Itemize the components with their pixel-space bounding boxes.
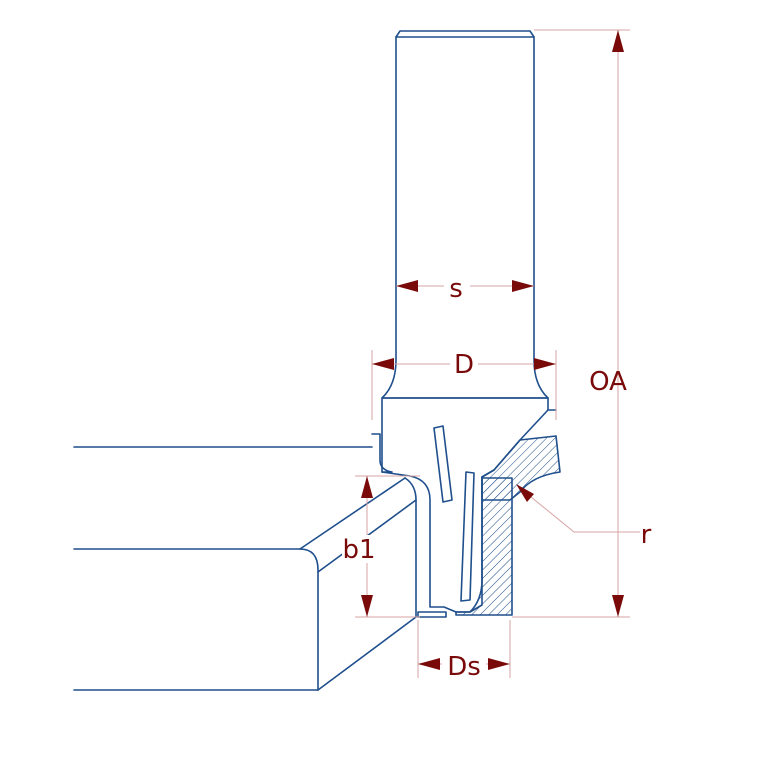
shank — [381, 30, 549, 399]
label-oa: OA — [589, 367, 627, 397]
label-d: D — [454, 350, 474, 380]
ds-arrow-left — [418, 658, 440, 670]
b1-arrow-bottom — [361, 595, 373, 617]
oa-arrow-top — [612, 30, 624, 52]
label-r: r — [641, 520, 652, 550]
d-arrow-left — [372, 358, 394, 370]
oa-arrow-bottom — [612, 595, 624, 617]
left-step — [371, 433, 393, 473]
s-arrow-right — [512, 280, 534, 292]
router-bit — [371, 30, 561, 618]
r-arrow — [516, 484, 534, 502]
bearing — [417, 611, 447, 618]
label-ds: Ds — [447, 652, 481, 682]
label-b1: b1 — [342, 535, 375, 565]
b1-arrow-top — [361, 476, 373, 498]
workpiece-bevel-upper — [299, 477, 406, 550]
label-s: s — [449, 274, 463, 304]
workpiece-profile-edge — [404, 477, 417, 618]
ds-arrow-right — [488, 658, 510, 670]
workpiece-rounded-corner — [299, 548, 319, 691]
s-arrow-left — [396, 280, 418, 292]
workpiece — [73, 446, 417, 691]
carbide-insert-lower — [460, 471, 475, 602]
d-arrow-right — [534, 358, 556, 370]
carbide-insert-upper — [433, 425, 453, 503]
dimension-labels: s D OA r b1 Ds — [342, 272, 652, 682]
workpiece-bevel-base — [317, 616, 417, 691]
dimension-arrows — [361, 30, 624, 670]
cutting-block — [455, 477, 513, 616]
